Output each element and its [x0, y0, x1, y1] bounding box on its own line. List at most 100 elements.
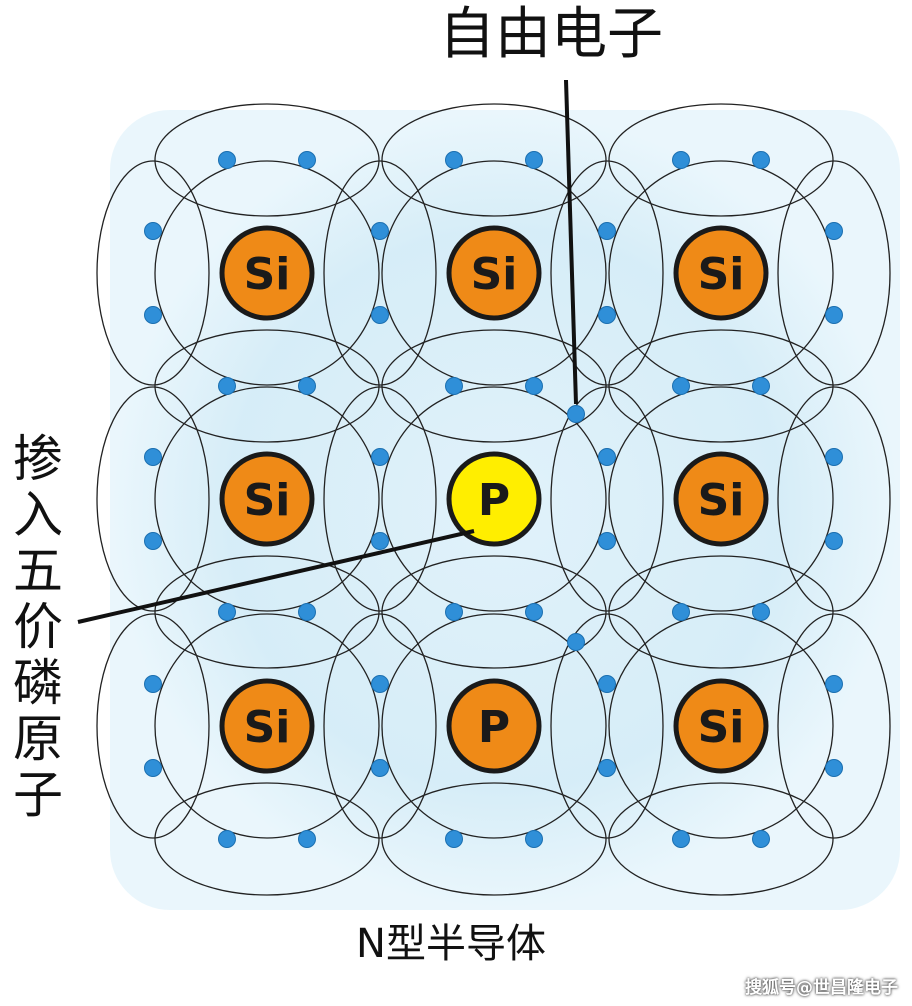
atom-si: [219, 225, 315, 321]
electron-dot: [825, 532, 843, 550]
electron-dot: [445, 377, 463, 395]
atom-symbol: Si: [244, 249, 291, 300]
atom-shell: [154, 160, 380, 386]
atom-shell: [608, 613, 834, 839]
free-electron-pointer: [564, 79, 578, 405]
bond-lens: [323, 386, 437, 612]
electron-dot: [218, 377, 236, 395]
electron-dot: [144, 675, 162, 693]
bond-lens: [323, 613, 437, 839]
electron-dot: [298, 151, 316, 169]
atom-shell: [381, 386, 607, 612]
bond-lens: [550, 160, 664, 386]
electron-dot: [598, 532, 616, 550]
electron-dot: [445, 603, 463, 621]
free-electron-label: 自由电子: [439, 2, 663, 67]
bond-lens: [777, 386, 891, 612]
bond-lens: [550, 386, 664, 612]
diagram-caption: N型半导体: [356, 921, 546, 967]
bond-lens: [550, 613, 664, 839]
atom-symbol: Si: [244, 475, 291, 526]
electron-dot: [371, 306, 389, 324]
electron-dot: [825, 222, 843, 240]
electron-dot: [525, 603, 543, 621]
bond-lens: [154, 782, 380, 896]
atom-symbol: Si: [698, 249, 745, 300]
atom-shell: [381, 160, 607, 386]
electron-dot: [371, 759, 389, 777]
electron-dot: [218, 151, 236, 169]
atom-symbol: P: [478, 702, 510, 753]
electron-dot: [752, 830, 770, 848]
atom-p: [446, 451, 542, 547]
atom-shell: [381, 613, 607, 839]
atom-shell: [154, 613, 380, 839]
bond-lens: [381, 782, 607, 896]
electron-dot: [144, 222, 162, 240]
electron-dot: [567, 405, 585, 423]
atom-symbol: Si: [698, 702, 745, 753]
electron-dot: [598, 222, 616, 240]
electron-dot: [567, 633, 585, 651]
electron-dot: [144, 532, 162, 550]
atom-symbol: P: [478, 475, 510, 526]
atom-si: [446, 225, 542, 321]
pointer-lines: [77, 79, 578, 624]
electron-dot: [672, 830, 690, 848]
dopant-label: 掺入五价磷原子: [5, 432, 63, 824]
electron-dot: [371, 532, 389, 550]
bond-lens: [608, 555, 834, 669]
electron-dot: [752, 151, 770, 169]
atom-symbol: Si: [698, 475, 745, 526]
electron-dot: [825, 306, 843, 324]
electron-dot: [598, 448, 616, 466]
electron-dot: [445, 151, 463, 169]
electron-dot: [298, 377, 316, 395]
electron-dot: [144, 306, 162, 324]
electron-dot: [144, 448, 162, 466]
atom-si: [219, 678, 315, 774]
electron-dot: [672, 603, 690, 621]
atom-shell: [154, 386, 380, 612]
bond-shells: [96, 103, 891, 896]
electron-dot: [298, 603, 316, 621]
electron-dot: [525, 830, 543, 848]
atom-si: [673, 225, 769, 321]
electron-dot: [825, 759, 843, 777]
electron-dot: [371, 222, 389, 240]
electron-dot: [825, 448, 843, 466]
bond-lens: [608, 103, 834, 217]
watermark: 搜狐号@世昌隆电子: [745, 978, 898, 998]
valence-electrons: [144, 151, 843, 848]
electron-dot: [598, 306, 616, 324]
electron-dot: [525, 151, 543, 169]
atom-si: [673, 451, 769, 547]
bond-lens: [777, 160, 891, 386]
electron-dot: [371, 448, 389, 466]
atom-symbol: Si: [471, 249, 518, 300]
electron-dot: [672, 151, 690, 169]
bond-lens: [96, 386, 210, 612]
electron-dot: [672, 377, 690, 395]
atom-shell: [608, 160, 834, 386]
electron-dot: [752, 603, 770, 621]
atom-p: [446, 678, 542, 774]
electron-dot: [371, 675, 389, 693]
bond-lens: [96, 160, 210, 386]
bond-lens: [154, 103, 380, 217]
bond-lens: [154, 329, 380, 443]
electron-dot: [218, 603, 236, 621]
bond-lens: [381, 555, 607, 669]
dopant-pointer: [77, 529, 475, 624]
electron-dot: [752, 377, 770, 395]
bond-lens: [323, 160, 437, 386]
electron-dot: [298, 830, 316, 848]
electron-dot: [445, 830, 463, 848]
atom-si: [219, 451, 315, 547]
bond-lens: [381, 103, 607, 217]
atom-si: [673, 678, 769, 774]
bond-lens: [96, 613, 210, 839]
bond-lens: [154, 555, 380, 669]
